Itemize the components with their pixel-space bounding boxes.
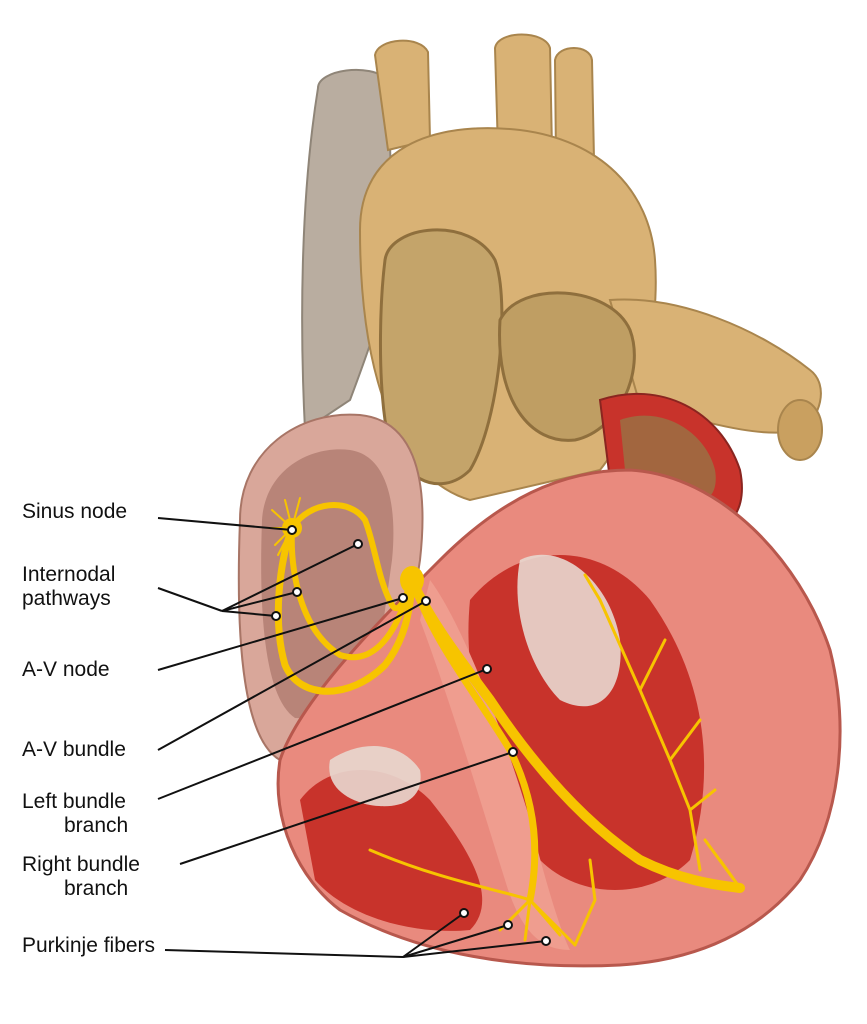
leader-sinus-node: [157, 517, 293, 531]
label-av-node-text: A-V node: [22, 658, 110, 681]
sinus-node-rays: [267, 497, 313, 556]
aortic-branch-3: [553, 47, 596, 161]
right-ventricle-cavity: [300, 770, 483, 931]
heart-illustration: [237, 33, 842, 968]
endpoint-av-bundle: [421, 596, 431, 606]
endpoint-purkinje-3: [541, 936, 551, 946]
label-av-bundle: A-V bundle: [22, 738, 126, 762]
endpoint-left-bundle: [482, 664, 492, 674]
conduction-system: [267, 497, 745, 947]
label-av-node: A-V node: [22, 658, 110, 682]
leader-lines: [157, 517, 547, 958]
endpoint-purkinje-2: [503, 920, 513, 930]
leader-internodal-4: [221, 610, 277, 617]
label-purkinje-fibers: Purkinje fibers: [22, 934, 155, 958]
endpoint-av-node: [398, 593, 408, 603]
label-internodal-line2: pathways: [22, 587, 111, 610]
endpoint-right-bundle: [508, 747, 518, 757]
leader-internodal-3: [221, 591, 298, 612]
leader-purkinje-3: [402, 924, 509, 958]
label-right-bundle-line1: Right bundle: [22, 853, 140, 876]
leader-purkinje-4: [402, 940, 547, 958]
leader-endpoints: [271, 525, 551, 946]
internodal-pathway-inner: [288, 525, 411, 661]
internodal-pathway-outer: [274, 524, 416, 695]
aortic-branch-1: [373, 39, 432, 152]
label-sinus-node-text: Sinus node: [22, 500, 128, 523]
pulmonary-artery-opening: [777, 399, 823, 461]
label-internodal-pathways: Internodal pathways: [22, 563, 115, 611]
endpoint-internodal-2: [292, 587, 302, 597]
leader-av-bundle: [157, 600, 427, 751]
label-purkinje-text: Purkinje fibers: [22, 934, 156, 957]
leader-purkinje-1: [164, 949, 404, 958]
label-internodal-line1: Internodal: [22, 563, 116, 586]
label-left-bundle-line2: branch: [64, 814, 129, 837]
endpoint-internodal-1: [353, 539, 363, 549]
leader-right-bundle: [179, 751, 514, 865]
label-av-bundle-text: A-V bundle: [22, 738, 126, 761]
leader-av-node: [157, 597, 404, 671]
leader-left-bundle: [157, 668, 488, 800]
leader-internodal-1: [157, 587, 223, 612]
aortic-opening: [378, 228, 504, 486]
av-bundle-mark: [409, 580, 745, 893]
label-sinus-node: Sinus node: [22, 500, 127, 524]
aortic-branch-2: [493, 33, 554, 151]
leader-internodal-2: [221, 543, 359, 612]
internodal-pathway-middle: [289, 502, 413, 612]
leader-purkinje-2: [402, 912, 465, 958]
purkinje-fibers-mark: [368, 573, 742, 947]
label-left-bundle-branch: Left bundle branch: [22, 790, 128, 838]
label-right-bundle-branch: Right bundle branch: [22, 853, 140, 901]
endpoint-sinus-node: [287, 525, 297, 535]
label-right-bundle-line2: branch: [64, 877, 129, 900]
label-left-bundle-line1: Left bundle: [22, 790, 126, 813]
endpoint-internodal-3: [271, 611, 281, 621]
endpoint-purkinje-1: [459, 908, 469, 918]
